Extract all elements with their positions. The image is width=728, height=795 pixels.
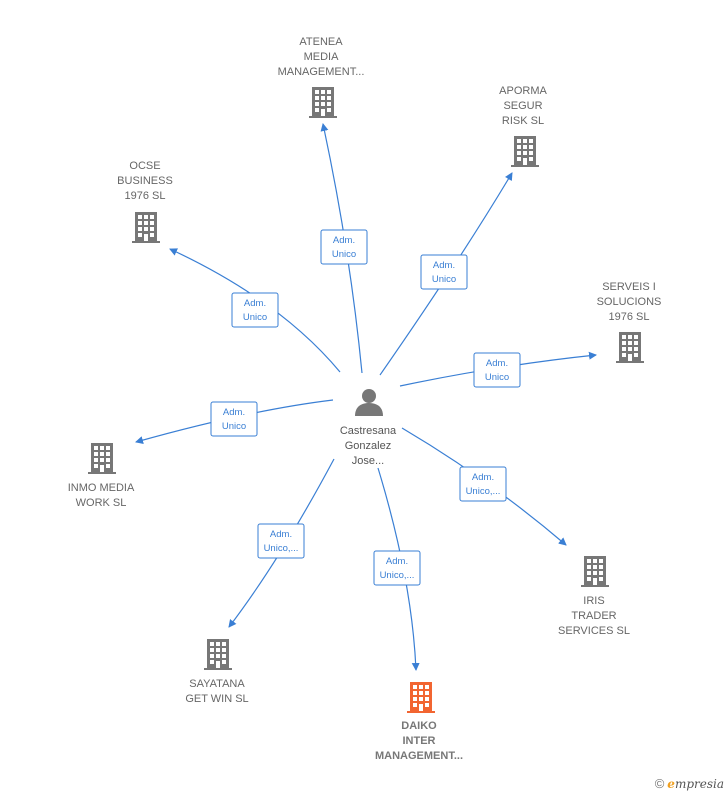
role-label-atenea[interactable]: Adm. Unico <box>320 229 368 265</box>
role-label-text: Adm. <box>472 472 494 483</box>
building-icon <box>581 556 609 587</box>
role-label-ocse[interactable]: Adm. Unico <box>231 292 279 328</box>
role-label-aporma[interactable]: Adm. Unico <box>420 254 468 290</box>
role-label-text: Unico <box>485 372 509 383</box>
company-name-line: GET WIN SL <box>185 693 248 705</box>
person-icon <box>355 389 383 416</box>
company-node-aporma[interactable]: APORMA SEGUR RISK SL <box>499 85 547 167</box>
company-name-line: IRIS <box>583 595 604 607</box>
role-label-text: Unico,... <box>466 486 501 497</box>
company-node-iris[interactable]: IRIS TRADER SERVICES SL <box>558 556 630 637</box>
company-name-line: MANAGEMENT... <box>375 750 463 762</box>
company-name-line: INMO MEDIA <box>68 482 135 494</box>
company-node-sayatana[interactable]: SAYATANA GET WIN SL <box>185 639 249 705</box>
company-name-line: MEDIA <box>304 51 340 63</box>
role-label-box <box>473 352 521 388</box>
role-label-box <box>420 254 468 290</box>
role-label-text: Adm. <box>433 260 455 271</box>
company-name-line: ATENEA <box>299 36 343 48</box>
company-name-line: OCSE <box>129 160 160 172</box>
company-name-line: APORMA <box>499 85 547 97</box>
role-label-text: Unico,... <box>264 543 299 554</box>
role-label-box <box>210 401 258 437</box>
company-name-line: SERVEIS I <box>602 281 656 293</box>
role-label-text: Adm. <box>386 556 408 567</box>
role-label-box <box>373 550 421 586</box>
building-icon <box>309 87 337 118</box>
company-name-line: MANAGEMENT... <box>278 66 365 78</box>
company-name-line: RISK SL <box>502 115 544 127</box>
role-label-text: Adm. <box>223 407 245 418</box>
brand-footer: ©empresia <box>655 776 724 791</box>
building-icon <box>616 332 644 363</box>
role-label-box <box>459 466 507 502</box>
building-icon <box>407 682 435 713</box>
role-label-box <box>231 292 279 328</box>
center-person[interactable]: Castresana Gonzalez Jose... <box>340 389 397 467</box>
company-name-line: TRADER <box>571 610 616 622</box>
role-label-iris[interactable]: Adm. Unico,... <box>459 466 507 502</box>
center-name-line-3: Jose... <box>352 455 384 467</box>
role-label-box <box>257 523 305 559</box>
role-label-text: Unico,... <box>380 570 415 581</box>
company-name-line: SEGUR <box>503 100 542 112</box>
role-label-text: Unico <box>332 249 356 260</box>
role-label-sayatana[interactable]: Adm. Unico,... <box>257 523 305 559</box>
role-label-text: Unico <box>243 312 267 323</box>
company-name-line: SERVICES SL <box>558 625 630 637</box>
role-label-text: Unico <box>432 274 456 285</box>
center-name-line-2: Gonzalez <box>345 440 391 452</box>
role-label-box <box>320 229 368 265</box>
role-label-text: Unico <box>222 421 246 432</box>
brand-name: mpresia <box>674 777 724 791</box>
role-label-serveis[interactable]: Adm. Unico <box>473 352 521 388</box>
company-name-line: 1976 SL <box>125 190 166 202</box>
company-name-line: 1976 SL <box>609 311 650 323</box>
company-node-inmo[interactable]: INMO MEDIA WORK SL <box>68 443 135 509</box>
company-node-atenea[interactable]: ATENEA MEDIA MANAGEMENT... <box>278 36 365 118</box>
center-name-line-1: Castresana <box>340 425 397 437</box>
company-name-line: DAIKO <box>401 720 437 732</box>
company-node-serveis[interactable]: SERVEIS I SOLUCIONS 1976 SL <box>597 281 662 363</box>
company-node-ocse[interactable]: OCSE BUSINESS 1976 SL <box>117 160 173 243</box>
company-name-line: INTER <box>403 735 436 747</box>
role-label-text: Adm. <box>270 529 292 540</box>
role-label-text: Adm. <box>333 235 355 246</box>
role-label-inmo[interactable]: Adm. Unico <box>210 401 258 437</box>
role-label-text: Adm. <box>244 298 266 309</box>
building-icon <box>88 443 116 474</box>
company-name-line: BUSINESS <box>117 175 173 187</box>
company-name-line: SAYATANA <box>189 678 245 690</box>
brand-logo-e: e <box>667 777 675 791</box>
building-icon <box>204 639 232 670</box>
building-icon <box>511 136 539 167</box>
company-name-line: SOLUCIONS <box>597 296 662 308</box>
role-label-daiko[interactable]: Adm. Unico,... <box>373 550 421 586</box>
building-icon <box>132 212 160 243</box>
company-name-line: WORK SL <box>76 497 127 509</box>
copyright-icon: © <box>654 776 665 791</box>
role-label-text: Adm. <box>486 358 508 369</box>
company-node-daiko[interactable]: DAIKO INTER MANAGEMENT... <box>375 682 463 762</box>
